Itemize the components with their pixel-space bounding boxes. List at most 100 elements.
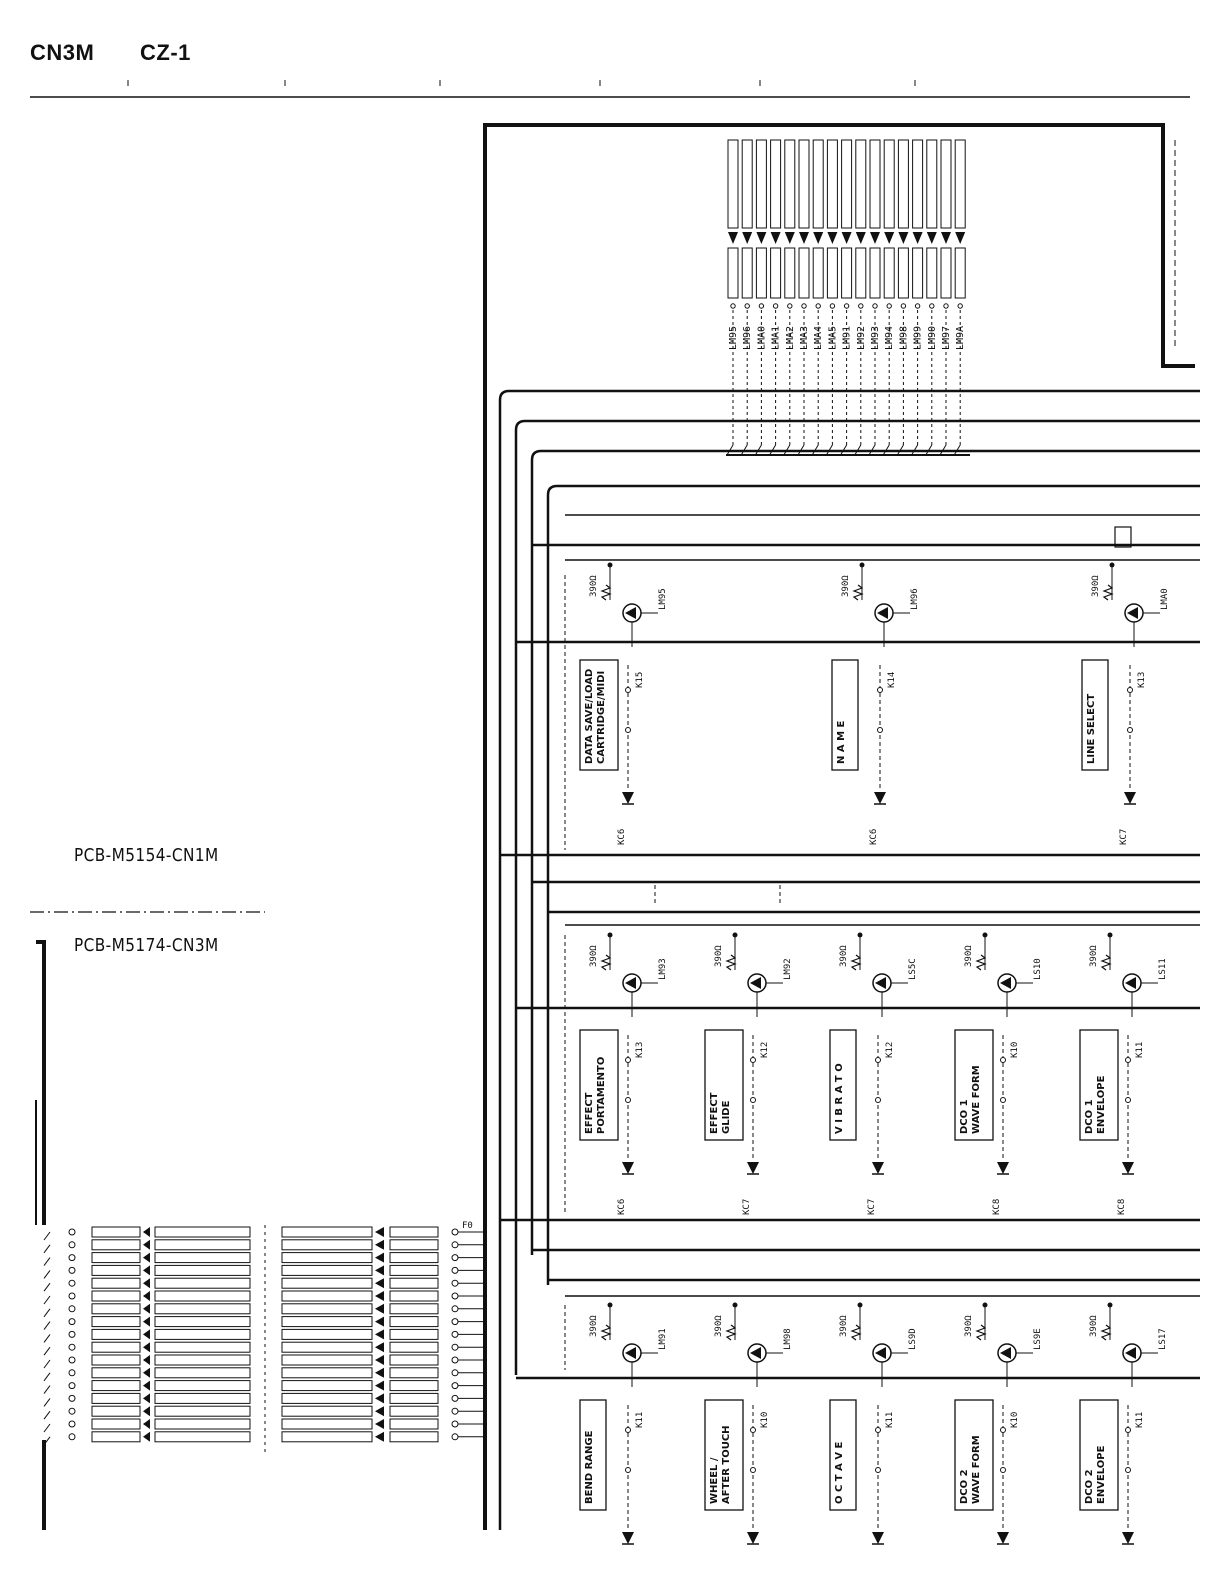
- bus-node: [943, 303, 949, 309]
- bus-tie: [925, 444, 933, 456]
- switch-box: [1081, 659, 1109, 771]
- switch-contact: [1127, 727, 1133, 733]
- resistor-pack: [91, 1252, 141, 1264]
- diode: [375, 1393, 384, 1404]
- key-label: K11: [635, 1412, 645, 1428]
- diode: [143, 1227, 150, 1237]
- kc-label: KC6: [617, 1199, 627, 1215]
- driver-triangle: [884, 232, 895, 244]
- bus-node: [801, 303, 807, 309]
- bus-label: LM97: [941, 326, 952, 350]
- driver-cell: [741, 139, 753, 229]
- key-label: K11: [1135, 1412, 1145, 1428]
- pin: [451, 1407, 459, 1415]
- pin-label: F0: [462, 1221, 473, 1231]
- pin: [451, 1433, 459, 1441]
- bus-node: [815, 303, 821, 309]
- resistor-pack: [389, 1405, 439, 1417]
- pin: [68, 1292, 76, 1300]
- switch-contact: [625, 1467, 631, 1473]
- resistor-pack: [91, 1328, 141, 1340]
- switch-label: ENVELOPE: [1096, 1445, 1107, 1504]
- bus-label: LMA2: [785, 326, 796, 350]
- pin-lead: [43, 1244, 51, 1254]
- switch-label: DCO 1: [959, 1099, 970, 1134]
- kc-label: KC7: [867, 1199, 877, 1215]
- diode: [143, 1291, 150, 1301]
- switch-contact: [625, 1097, 631, 1103]
- bus-node: [829, 303, 836, 309]
- resistor-pack: [389, 1252, 439, 1264]
- key-label: K10: [760, 1412, 770, 1428]
- driver-cell: [954, 139, 966, 229]
- bus-tie: [797, 444, 805, 456]
- key-diode: [1124, 792, 1136, 804]
- diode: [143, 1252, 150, 1263]
- driver-cell: [727, 247, 739, 299]
- driver-pack: [281, 1405, 373, 1417]
- switch-box: [1079, 1029, 1119, 1141]
- driver-pack: [281, 1328, 373, 1340]
- driver-triangle: [827, 232, 838, 244]
- diode: [375, 1406, 384, 1417]
- led-label: LM95: [658, 588, 668, 610]
- resistor-pack: [91, 1303, 141, 1315]
- switch-contact: [625, 1057, 631, 1063]
- resistor: [725, 1324, 737, 1341]
- driver-pack: [281, 1380, 373, 1392]
- bus-node: [858, 303, 864, 309]
- resistor-label: 390Ω: [841, 575, 851, 597]
- switch-box: [829, 1029, 857, 1141]
- driver-pack: [154, 1405, 251, 1417]
- key-diode: [747, 1162, 759, 1174]
- driver-triangle: [941, 232, 951, 244]
- resistor-pack: [91, 1354, 141, 1366]
- driver-cell: [883, 247, 895, 299]
- led-diode: [750, 977, 761, 989]
- driver-pack: [281, 1290, 373, 1302]
- resistor-label: 390Ω: [964, 1315, 974, 1337]
- bus-node: [957, 303, 963, 309]
- bus-label: LM98: [898, 326, 909, 350]
- key-label: K10: [1010, 1042, 1020, 1058]
- pin-lead: [43, 1321, 51, 1330]
- pin: [451, 1356, 459, 1364]
- pin-lead: [43, 1398, 51, 1407]
- key-diode: [1122, 1162, 1134, 1174]
- resistor: [975, 954, 987, 971]
- diode: [375, 1278, 384, 1289]
- driver-cell: [954, 247, 966, 299]
- led-label: LM91: [658, 1328, 668, 1350]
- diode: [143, 1380, 150, 1391]
- pin: [68, 1382, 76, 1390]
- key-diode: [997, 1162, 1009, 1174]
- bus-tie: [754, 444, 762, 456]
- board-label-upper: PCB-M5154-CN1M: [74, 845, 219, 866]
- diode: [375, 1367, 384, 1378]
- driver-cell: [784, 139, 796, 229]
- pin: [68, 1228, 76, 1236]
- pin: [68, 1241, 76, 1249]
- switch-contact: [750, 1467, 756, 1473]
- driver-triangle: [912, 232, 923, 244]
- diode: [143, 1265, 150, 1276]
- driver-cell: [812, 139, 824, 229]
- switch-label: CARTRIDGE/MIDI: [596, 671, 607, 764]
- diode: [375, 1380, 384, 1391]
- switch-box: [704, 1029, 744, 1141]
- resistor-pack: [389, 1341, 439, 1353]
- switch-contact: [625, 1427, 631, 1433]
- pin-lead: [43, 1282, 51, 1292]
- resistor-label: 390Ω: [714, 1315, 724, 1337]
- pin-lead: [43, 1346, 51, 1356]
- pin: [451, 1292, 459, 1300]
- switch-contact: [1125, 1057, 1131, 1063]
- resistor-pack: [389, 1354, 439, 1366]
- resistor-pack: [91, 1431, 141, 1443]
- resistor-pack: [389, 1226, 439, 1238]
- key-diode: [874, 792, 886, 804]
- driver-triangle: [898, 232, 909, 244]
- led-label: LS11: [1158, 958, 1168, 980]
